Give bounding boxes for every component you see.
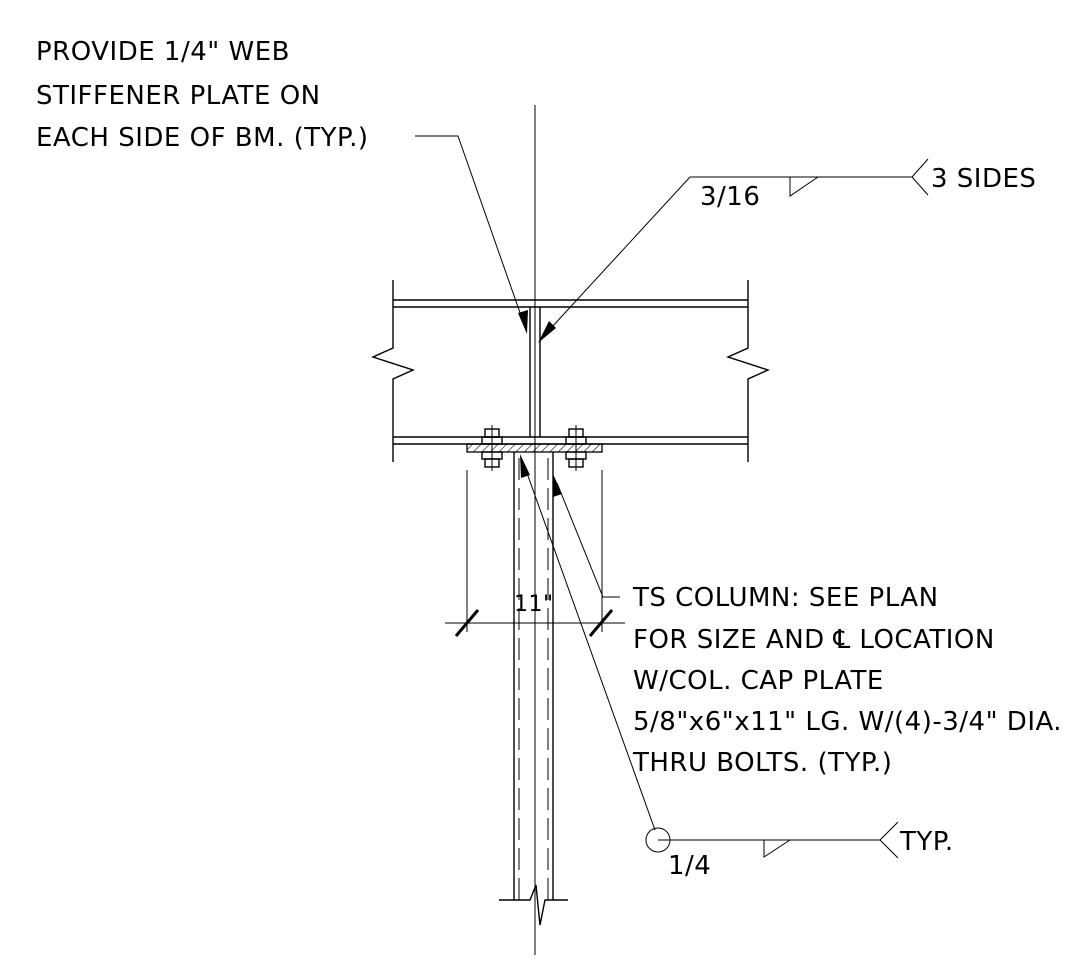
web-stiffener-plate bbox=[529, 307, 541, 437]
weld-top-tail: 3 SIDES bbox=[931, 164, 1036, 194]
dimension-label: 11" bbox=[514, 592, 554, 617]
column-note: TS COLUMN: SEE PLAN FOR SIZE AND ℄ LOCAT… bbox=[632, 583, 1062, 778]
column-cap-plate bbox=[466, 443, 603, 453]
column-note-leaders bbox=[520, 454, 656, 831]
column-note-line-4: 5/8"x6"x11" LG. W/(4)-3/4" DIA. bbox=[633, 707, 1062, 737]
dimension-11in: 11" bbox=[445, 470, 625, 637]
weld-bottom-tail: TYP. bbox=[899, 827, 954, 857]
weld-top-size: 3/16 bbox=[700, 182, 760, 212]
column-note-line-1: TS COLUMN: SEE PLAN bbox=[632, 583, 939, 613]
column-note-line-2: FOR SIZE AND ℄ LOCATION bbox=[633, 625, 995, 655]
weld-symbol-bottom: 1/4 TYP. bbox=[645, 821, 954, 881]
weld-symbol-top: 3/16 3 SIDES bbox=[538, 158, 1036, 343]
column-note-line-3: W/COL. CAP PLATE bbox=[633, 666, 884, 696]
stiffener-note-line-3: EACH SIDE OF BM. (TYP.) bbox=[36, 123, 369, 153]
thru-bolt-right bbox=[565, 425, 587, 471]
thru-bolt-left bbox=[481, 425, 503, 471]
weld-bottom-size: 1/4 bbox=[668, 851, 711, 881]
stiffener-leader bbox=[415, 135, 528, 334]
stiffener-note: PROVIDE 1/4" WEB STIFFENER PLATE ON EACH… bbox=[36, 37, 369, 153]
ts-column bbox=[499, 452, 568, 926]
column-note-line-5: THRU BOLTS. (TYP.) bbox=[632, 748, 892, 778]
stiffener-note-line-1: PROVIDE 1/4" WEB bbox=[36, 37, 290, 67]
stiffener-note-line-2: STIFFENER PLATE ON bbox=[36, 81, 321, 111]
